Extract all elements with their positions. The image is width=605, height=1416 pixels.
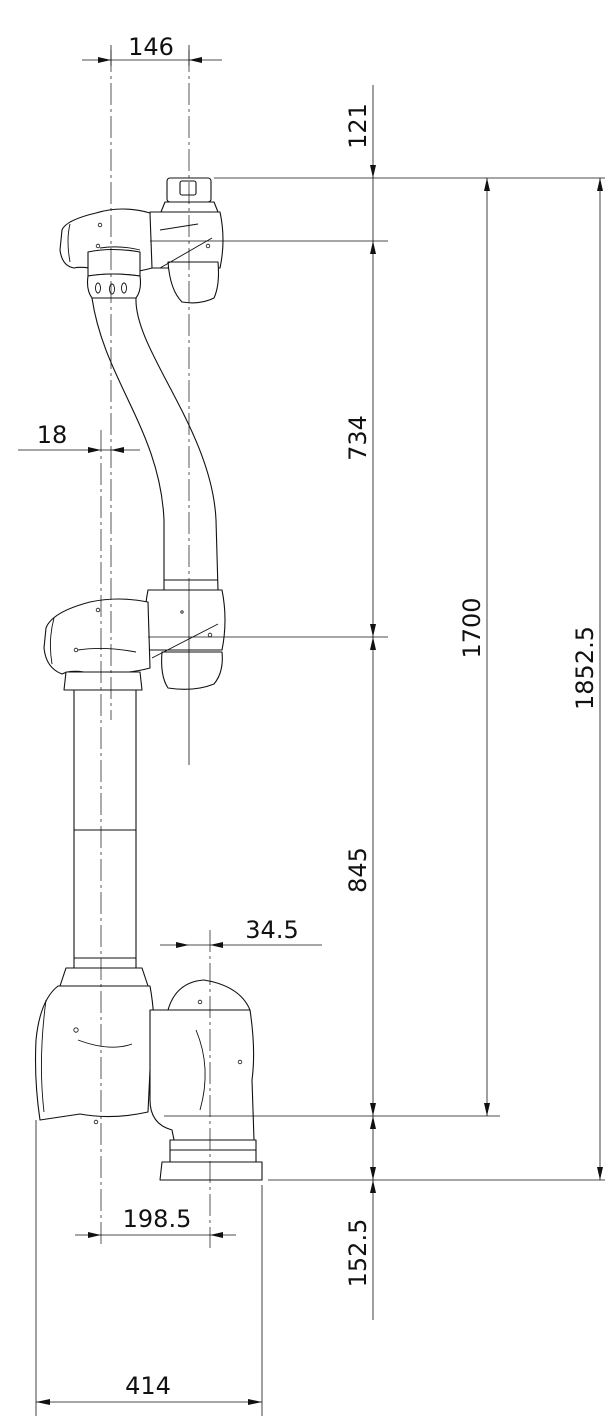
robot-base	[159, 1139, 263, 1181]
extension-lines	[35, 45, 605, 1416]
dim-label-18: 18	[37, 421, 68, 449]
tool-flange	[160, 177, 219, 213]
dim-label-152-5: 152.5	[344, 1219, 372, 1288]
dimension-lines	[18, 57, 603, 1405]
lower-link	[73, 689, 137, 971]
dim-label-1700: 1700	[458, 597, 486, 658]
dim-label-734: 734	[344, 415, 372, 461]
center-lines	[100, 50, 211, 1248]
dim-label-121: 121	[344, 103, 372, 149]
dim-label-845: 845	[344, 847, 372, 893]
dim-label-1852-5: 1852.5	[571, 626, 599, 710]
dimension-labels: 146 18 34.5 198.5 414 121 734 845 152.5 …	[37, 33, 599, 1400]
robot-arm-outline	[34, 177, 263, 1181]
dim-label-198-5: 198.5	[123, 1205, 192, 1233]
wrist-joint-top	[59, 208, 224, 304]
shoulder-joint	[34, 967, 255, 1141]
wrist-collar	[86, 248, 142, 301]
dim-label-414: 414	[125, 1372, 171, 1400]
elbow-joint	[43, 589, 226, 691]
dim-label-34-5: 34.5	[245, 916, 298, 944]
dim-label-146: 146	[128, 33, 174, 61]
